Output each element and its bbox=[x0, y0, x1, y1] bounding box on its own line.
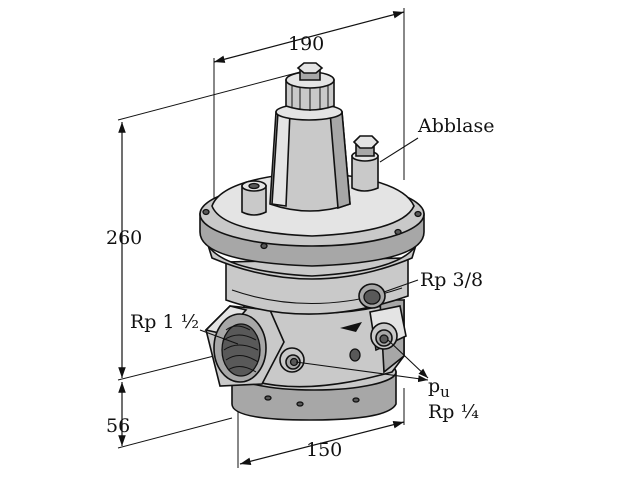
pressure-point-label: pu bbox=[428, 375, 450, 401]
dimension-150-label: 150 bbox=[306, 439, 342, 461]
vent-label: Abblase bbox=[417, 115, 494, 137]
inlet-label: Rp 1 ½ bbox=[130, 311, 199, 333]
dimension-56-label: 56 bbox=[106, 415, 130, 437]
dimension-260 bbox=[117, 71, 301, 449]
dimension-260-label: 260 bbox=[106, 227, 142, 249]
pressure-thread-label: Rp ¼ bbox=[428, 401, 479, 423]
side-port-label: Rp 3/8 bbox=[420, 269, 483, 291]
leader-lines bbox=[199, 137, 429, 383]
regulator-body bbox=[199, 62, 425, 421]
dimension-190-label: 190 bbox=[288, 33, 324, 55]
